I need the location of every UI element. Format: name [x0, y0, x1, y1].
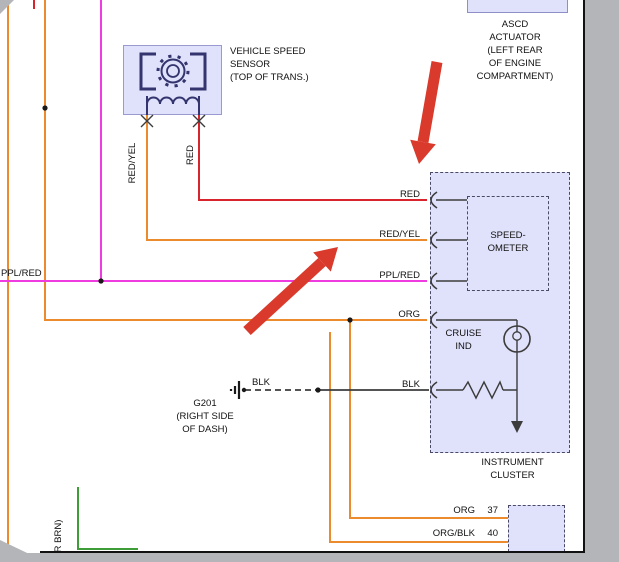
wire-label-blk: BLK	[402, 379, 420, 390]
bottom-pin-org-number: 37	[487, 505, 498, 516]
page-border-bottom	[40, 551, 585, 553]
junction-dot	[98, 278, 104, 284]
ground-location-line1: (RIGHT SIDE	[176, 411, 234, 422]
sensor-label-line2: SENSOR	[230, 59, 271, 70]
ascd-actuator-box	[467, 0, 568, 13]
speedometer-label-line1: SPEED-	[490, 230, 526, 241]
bottom-pin-orgblk-number: 40	[487, 528, 498, 539]
ascd-label-line3: (LEFT REAR	[487, 45, 543, 56]
ascd-label-line1: ASCD	[501, 19, 529, 30]
scan-margin-bottom	[0, 553, 619, 562]
junction-dot	[347, 317, 353, 323]
cruise-ind-label-line2: IND	[455, 341, 472, 352]
wire-label-partial-brn: R BRN)	[53, 519, 64, 553]
vehicle-speed-sensor-box	[123, 45, 222, 115]
bottom-pin-org-label: ORG	[453, 505, 475, 516]
wire-label-redyel-vertical: RED/YEL	[127, 142, 138, 184]
junction-dot	[42, 105, 48, 111]
ground-location-line2: OF DASH)	[182, 424, 228, 435]
sensor-label-line3: (TOP OF TRANS.)	[230, 72, 309, 83]
cluster-caption-line1: INSTRUMENT	[481, 457, 544, 468]
wire-label-org: ORG	[398, 309, 420, 320]
sensor-label-line1: VEHICLE SPEED	[230, 46, 306, 57]
connector-box	[508, 505, 565, 552]
wire-label-blk-ground: BLK	[252, 377, 270, 388]
junction-dot	[315, 387, 321, 393]
wire-label-redyel: RED/YEL	[379, 229, 420, 240]
page-corner-top-left	[0, 0, 14, 14]
page-border-right	[583, 0, 585, 552]
wire-label-pplred: PPL/RED	[379, 270, 420, 281]
green-wire	[77, 487, 138, 550]
red-wire	[33, 0, 427, 201]
wire-label-red-vertical: RED	[185, 144, 196, 166]
ground-dot	[241, 387, 247, 393]
ascd-label-line5: COMPARTMENT)	[476, 71, 554, 82]
red-callout-arrow-down	[410, 61, 443, 164]
ascd-label-line4: OF ENGINE	[488, 58, 542, 69]
pin-connector-x-icons	[140, 114, 206, 128]
wire-label-pplred-left-edge: PPL/RED	[1, 268, 42, 279]
wire-label-red: RED	[399, 189, 420, 200]
red-callout-arrow-up-right	[243, 247, 338, 336]
ground-id: G201	[193, 398, 217, 409]
redyel-wire	[146, 115, 427, 241]
ascd-label-line2: ACTUATOR	[489, 32, 541, 43]
bottom-pin-orgblk-label: ORG/BLK	[432, 528, 475, 539]
cluster-caption-line2: CLUSTER	[490, 470, 535, 481]
speedometer-label-line2: OMETER	[487, 243, 529, 254]
cruise-ind-label-line1: CRUISE	[445, 328, 482, 339]
ground-icon	[229, 381, 241, 399]
scan-margin-right	[585, 0, 619, 562]
